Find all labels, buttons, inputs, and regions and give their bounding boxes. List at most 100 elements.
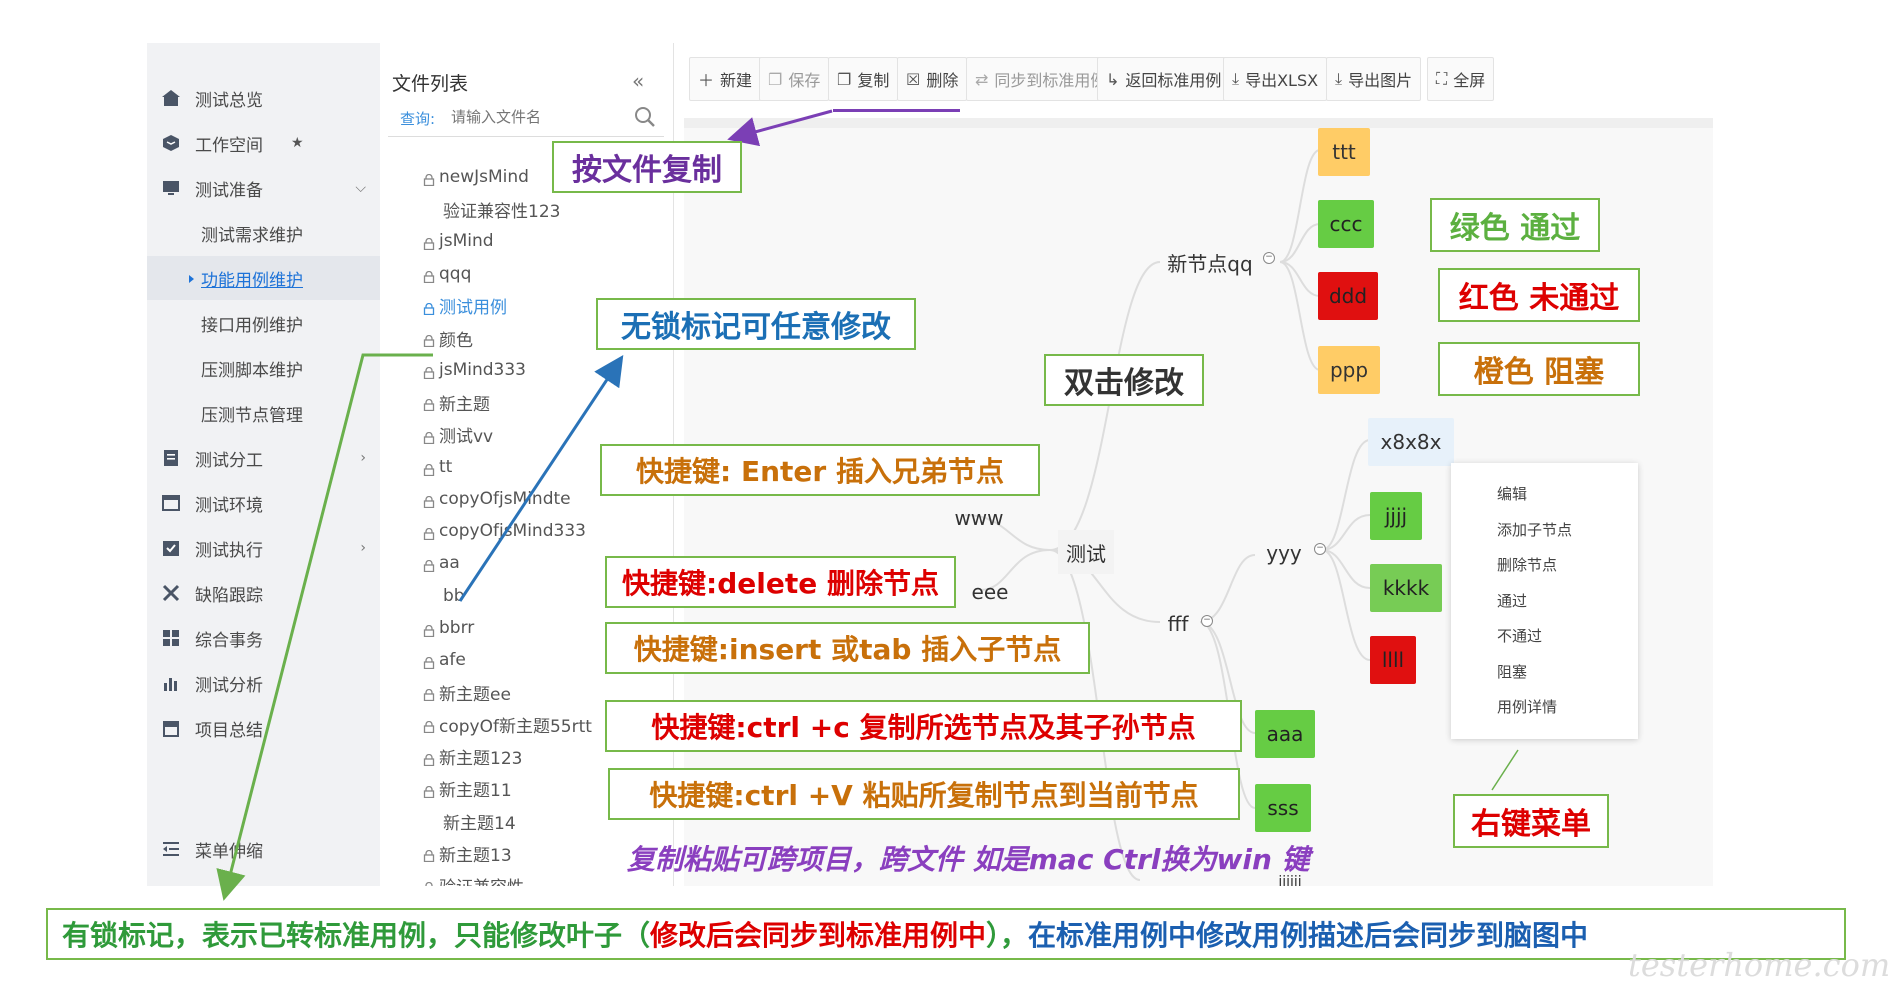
mindmap-node-root[interactable]: 测试 bbox=[1058, 530, 1114, 574]
file-list-item[interactable]: newJsMind bbox=[423, 163, 529, 191]
export-image-button[interactable]: ⤓导出图片 bbox=[1326, 57, 1422, 101]
new-button[interactable]: ＋新建 bbox=[689, 57, 762, 101]
mindmap-node-yyy[interactable]: yyy bbox=[1266, 541, 1302, 565]
file-list-item[interactable]: qqq bbox=[423, 260, 471, 288]
context-menu-item[interactable]: 阻塞 bbox=[1497, 662, 1528, 681]
file-list-item[interactable]: copyOfjsMind333 bbox=[423, 517, 586, 545]
mindmap-node-partial[interactable]: iiiiii bbox=[1278, 874, 1302, 888]
back-to-standard-button[interactable]: ↳返回标准用例 bbox=[1097, 57, 1231, 101]
nav-item-execution[interactable]: 测试执行 › bbox=[147, 526, 380, 570]
context-menu-item[interactable]: 编辑 bbox=[1497, 485, 1528, 503]
annotation-no-lock: 无锁标记可任意修改 bbox=[596, 298, 916, 350]
nav-item-summary[interactable]: 项目总结 bbox=[147, 706, 380, 750]
file-list-item[interactable]: 颜色 bbox=[423, 324, 473, 352]
pin-icon[interactable]: ★ bbox=[291, 135, 304, 151]
mindmap-node-sss[interactable]: sss bbox=[1255, 784, 1311, 832]
collapse-toggle-icon[interactable]: − bbox=[1201, 615, 1213, 627]
save-label: 保存 bbox=[788, 71, 821, 90]
file-list-item[interactable]: copyOf新主题55rtt bbox=[423, 710, 592, 738]
file-name: bbrr bbox=[439, 617, 475, 638]
file-list-item[interactable]: aa bbox=[423, 549, 460, 577]
mindmap-node-x8x8x[interactable]: x8x8x bbox=[1368, 418, 1454, 466]
annotation-ctrl-v: 快捷键:ctrl +V 粘贴所复制节点到当前节点 bbox=[608, 768, 1240, 820]
file-list-item[interactable]: jsMind333 bbox=[423, 356, 526, 384]
nav-item-analysis[interactable]: 测试分析 bbox=[147, 661, 380, 705]
file-search-input[interactable] bbox=[451, 103, 621, 131]
menu-collapse-toggle[interactable]: 菜单伸缩 bbox=[147, 827, 380, 871]
file-list-item[interactable]: copyOfjsMindte bbox=[423, 485, 571, 513]
file-list-item[interactable]: bb bbox=[443, 582, 465, 610]
collapse-panel-icon[interactable]: « bbox=[632, 69, 645, 93]
annotation-red-fail: 红色 未通过 bbox=[1438, 268, 1640, 322]
file-list-item[interactable]: 新主题11 bbox=[423, 775, 512, 803]
fullscreen-button[interactable]: ⛶全屏 bbox=[1427, 57, 1495, 101]
file-list-item[interactable]: tt bbox=[423, 453, 452, 481]
nav-sub-load-scripts[interactable]: 压测脚本维护 bbox=[147, 346, 380, 390]
nav-item-workspace[interactable]: 工作空间 ★ bbox=[147, 121, 380, 165]
nav-item-assignment[interactable]: 测试分工 › bbox=[147, 436, 380, 480]
annotation-enter: 快捷键: Enter 插入兄弟节点 bbox=[600, 444, 1040, 496]
file-list-item[interactable]: 测试用例 bbox=[423, 292, 507, 320]
context-menu-item[interactable]: 删除节点 bbox=[1497, 556, 1558, 574]
nav-label: 测试总览 bbox=[195, 90, 263, 111]
file-list-item[interactable]: jsMind bbox=[423, 227, 494, 255]
nav-item-affairs[interactable]: 综合事务 bbox=[147, 616, 380, 660]
watermark: testerhome.com bbox=[1628, 946, 1891, 984]
context-menu-item[interactable]: 用例详情 bbox=[1497, 698, 1558, 716]
nav-item-env[interactable]: 测试环境 bbox=[147, 481, 380, 525]
cube-icon bbox=[161, 133, 181, 153]
lock-icon bbox=[423, 493, 435, 509]
nav-sub-api-cases[interactable]: 接口用例维护 bbox=[147, 301, 380, 345]
export-xlsx-button[interactable]: ⤓导出XLSX bbox=[1223, 57, 1328, 101]
sync-to-standard-button[interactable]: ⇄同步到标准用例 bbox=[966, 57, 1116, 101]
mindmap-node-ddd[interactable]: ddd bbox=[1318, 272, 1378, 320]
file-list-item[interactable]: 新主题13 bbox=[423, 839, 512, 867]
file-list-item[interactable]: 新主题14 bbox=[443, 807, 516, 835]
nav-item-defects[interactable]: 缺陷跟踪 bbox=[147, 571, 380, 615]
search-icon[interactable] bbox=[634, 106, 656, 128]
save-icon: ❐ bbox=[768, 69, 783, 89]
mindmap-node-ppp[interactable]: ppp bbox=[1318, 346, 1380, 394]
file-list-item[interactable]: 测试vv bbox=[423, 421, 493, 449]
file-list-item[interactable]: afe bbox=[423, 646, 466, 674]
mindmap-node-ttt[interactable]: ttt bbox=[1318, 128, 1370, 176]
file-list-item[interactable]: 验证兼容性 bbox=[423, 871, 524, 886]
file-list-item[interactable]: 新主题ee bbox=[423, 678, 511, 706]
collapse-toggle-icon[interactable]: − bbox=[1314, 543, 1326, 555]
file-list-item[interactable]: 验证兼容性123 bbox=[443, 195, 560, 223]
file-list-item[interactable]: 新主题123 bbox=[423, 743, 522, 771]
file-list-item[interactable]: bbrr bbox=[423, 614, 474, 642]
delete-button[interactable]: ☒删除 bbox=[897, 57, 968, 101]
copy-underline bbox=[833, 109, 960, 112]
mindmap-node-eee[interactable]: eee bbox=[971, 580, 1009, 604]
nav-sub-requirements[interactable]: 测试需求维护 bbox=[147, 211, 380, 255]
context-menu-item[interactable]: 通过 bbox=[1497, 591, 1528, 610]
nav-sub-load-nodes[interactable]: 压测节点管理 bbox=[147, 391, 380, 435]
mindmap-node-newqq[interactable]: 新节点qq bbox=[1167, 251, 1253, 276]
file-list-item[interactable]: 新主题 bbox=[423, 388, 490, 416]
mindmap-node-llll[interactable]: llll bbox=[1370, 636, 1416, 684]
file-name: 新主题ee bbox=[439, 684, 511, 705]
mindmap-node-fff[interactable]: fff bbox=[1167, 612, 1189, 636]
mindmap-node-aaa[interactable]: aaa bbox=[1255, 710, 1315, 758]
file-name: 验证兼容性123 bbox=[443, 201, 561, 222]
file-name: 新主题14 bbox=[443, 813, 516, 834]
file-name: copyOfjsMind333 bbox=[439, 521, 586, 542]
file-name: 新主题13 bbox=[439, 845, 512, 866]
nav-sub-label: 测试需求维护 bbox=[201, 225, 303, 246]
nav-sub-function-cases[interactable]: 功能用例维护 bbox=[147, 256, 380, 300]
mindmap-node-kkkk[interactable]: kkkk bbox=[1370, 564, 1442, 612]
mindmap-node-www[interactable]: www bbox=[954, 506, 1004, 530]
collapse-toggle-icon[interactable]: − bbox=[1263, 252, 1275, 264]
nav-item-test-prep[interactable]: 测试准备 ⌵ bbox=[147, 166, 380, 210]
save-button[interactable]: ❐ 保存 bbox=[759, 57, 830, 101]
nav-item-overview[interactable]: 测试总览 bbox=[147, 76, 380, 120]
context-menu-item[interactable]: 不通过 bbox=[1497, 627, 1543, 645]
context-menu-item[interactable]: 添加子节点 bbox=[1497, 520, 1573, 539]
lock-icon bbox=[423, 783, 435, 798]
copy-button[interactable]: ❐复制 bbox=[828, 57, 899, 101]
mindmap-node-jjjj[interactable]: jjjj bbox=[1370, 492, 1422, 540]
file-name: 颜色 bbox=[439, 330, 473, 351]
lock-icon bbox=[423, 332, 435, 348]
mindmap-node-ccc[interactable]: ccc bbox=[1318, 200, 1374, 248]
